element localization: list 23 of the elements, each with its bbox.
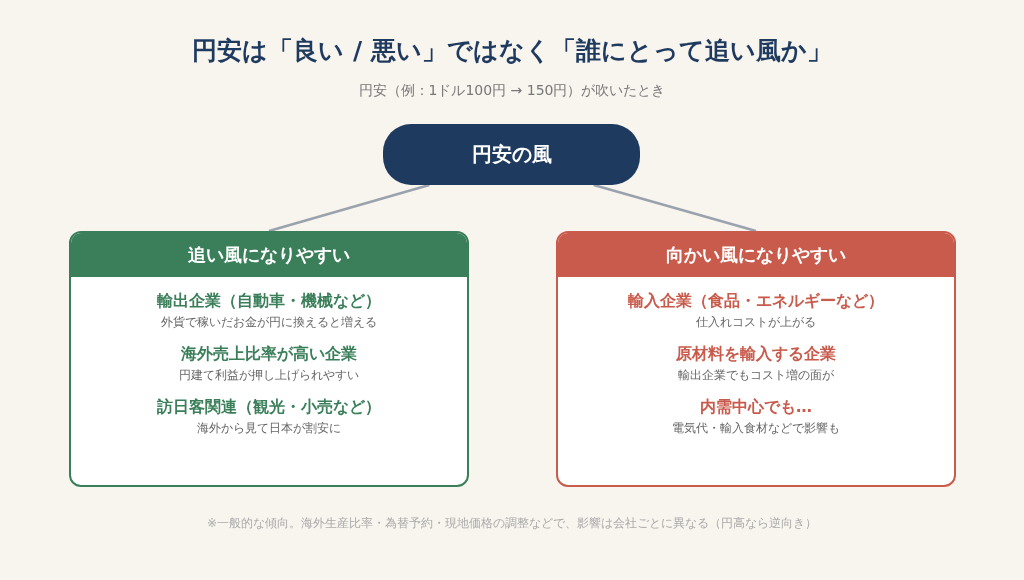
item-description: 円建て利益が押し上げられやすい (178, 367, 360, 383)
node-title: 円安の風 (471, 141, 552, 168)
item-description: 海外から見て日本が割安に (196, 420, 342, 436)
item-title: 輸出企業（自動車・機械など） (156, 291, 382, 311)
subtitle: 円安（例：1ドル100円 → 150円）が吹いたとき (358, 82, 666, 98)
item-description: 輸出企業でもコスト増の面が (677, 367, 835, 383)
title: 円安は「良い / 悪い」ではなく「誰にとって追い風か」 (192, 36, 832, 65)
item-title: 訪日客関連（観光・小売など） (156, 397, 382, 417)
item-title: 原材料を輸入する企業 (675, 344, 837, 364)
category-panel (69, 231, 469, 487)
panel-header: 向かい風になりやすい (558, 233, 954, 277)
category-panel (556, 231, 956, 487)
item-title: 海外売上比率が高い企業 (180, 344, 358, 364)
panel-header: 追い風になりやすい (71, 233, 467, 277)
item-title: 輸入企業（食品・エネルギーなど） (627, 291, 885, 311)
root-pill (383, 124, 640, 185)
item-title: 内需中心でも… (699, 397, 813, 417)
item-description: 仕入れコストが上がる (695, 314, 817, 330)
item-description: 電気代・輸入食材などで影響も (671, 420, 841, 436)
footnote: ※一般的な傾向。海外生産比率・為替予約・現地価格の調整などで、影響は会社ごとに異なる（円高なら逆向き） (206, 516, 818, 530)
connector-line (268, 183, 430, 233)
item-description: 外貨で稼いだお金が円に換えると増える (160, 314, 378, 330)
connector-line (593, 183, 757, 233)
